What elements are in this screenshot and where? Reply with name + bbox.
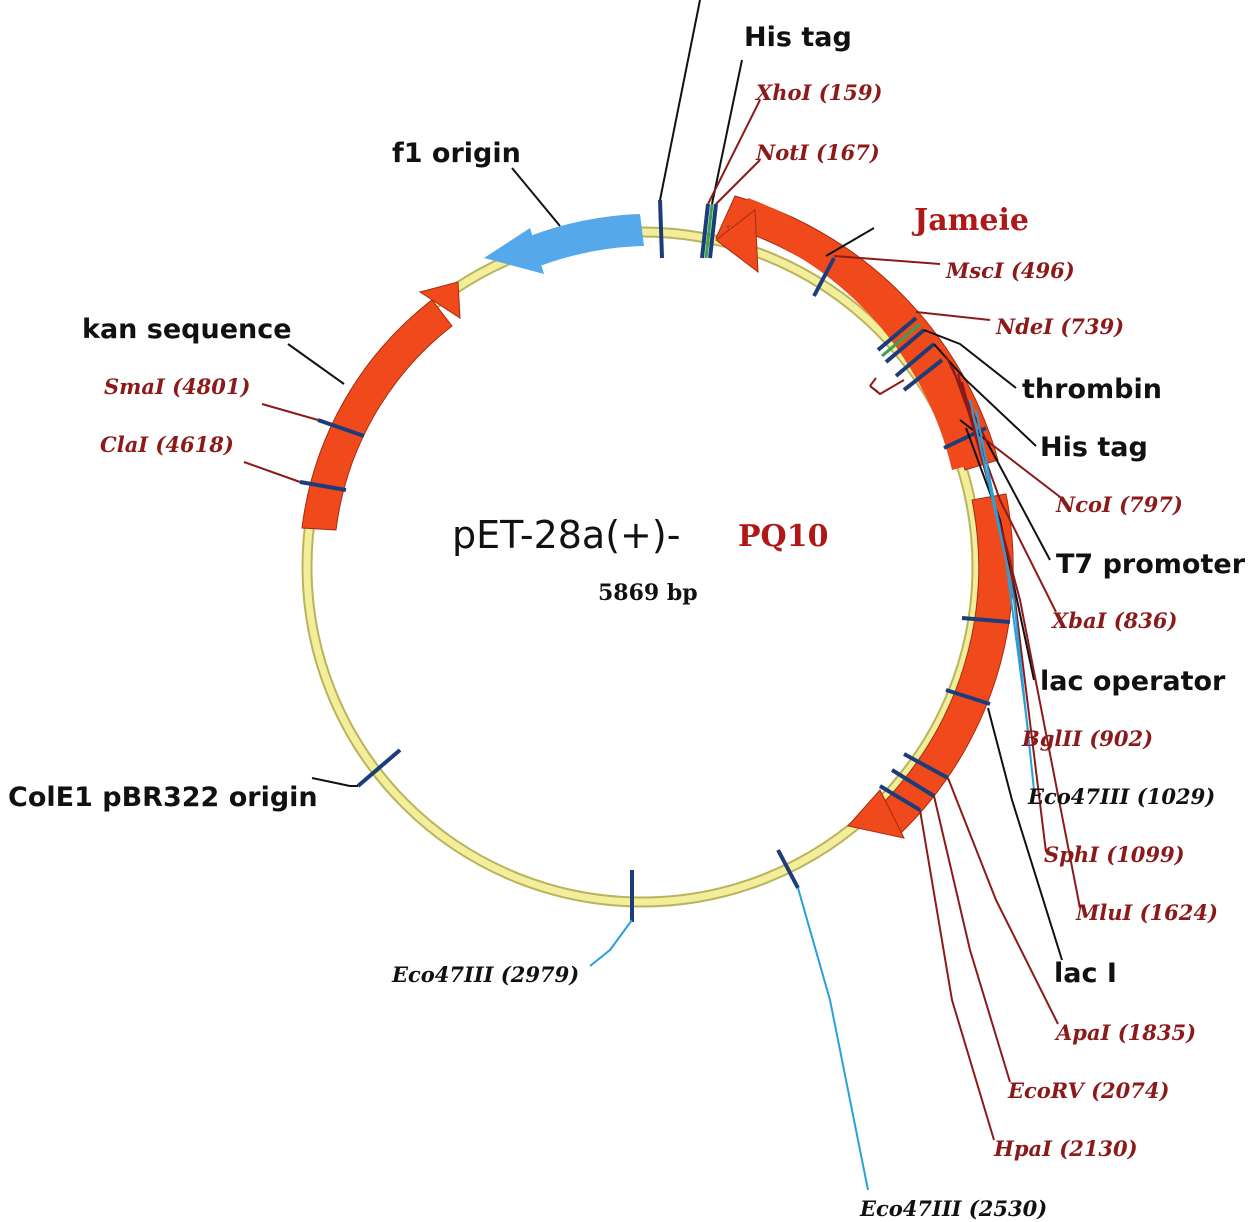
leader-smai bbox=[261, 403, 319, 421]
label-mlui: MluI (1624) bbox=[1075, 900, 1218, 925]
leader-lac-i bbox=[987, 707, 1063, 961]
feature-arrowhead-kan bbox=[418, 281, 461, 319]
leader-lac-operator bbox=[965, 427, 1035, 681]
leader-eco47iii-2530 bbox=[797, 887, 869, 1191]
site-leaders-blue bbox=[589, 399, 1035, 1191]
label-msci: MscI (496) bbox=[945, 258, 1075, 283]
leader-f1 bbox=[511, 167, 561, 227]
insert-highlight-ticks bbox=[704, 203, 921, 358]
tick-xhoi bbox=[700, 203, 710, 259]
label-t7-promoter: T7 promoter bbox=[1056, 549, 1246, 580]
plasmid-insert: PQ10 bbox=[738, 519, 828, 554]
tick-his-tag-mid bbox=[894, 342, 936, 378]
label-eco47iii-2530: Eco47III (2530) bbox=[859, 1196, 1047, 1221]
label-lac-operator: lac operator bbox=[1040, 666, 1226, 697]
leader-hpai bbox=[919, 809, 995, 1141]
tick-xbai bbox=[961, 616, 1011, 624]
tick-cole1 bbox=[356, 748, 402, 788]
feature-arrowhead-f1 bbox=[484, 228, 544, 274]
label-apai: ApaI (1835) bbox=[1054, 1020, 1196, 1045]
tick-bglii bbox=[945, 688, 991, 706]
label-eco47iii-1029: Eco47III (1029) bbox=[1027, 784, 1215, 809]
label-xhoi: XhoI (159) bbox=[754, 80, 882, 105]
label-bglii: BglII (902) bbox=[1021, 726, 1153, 751]
feature-leaders bbox=[287, 0, 1063, 961]
leader-ndei bbox=[915, 311, 991, 321]
label-xbai: XbaI (836) bbox=[1050, 608, 1177, 633]
leader-thrombin bbox=[923, 329, 1017, 389]
tick-eco47iii-2530 bbox=[776, 849, 800, 889]
tick-t7 bbox=[943, 426, 987, 450]
leader-kan bbox=[287, 343, 345, 385]
leader-apai bbox=[947, 777, 1059, 1025]
label-noti: NotI (167) bbox=[755, 140, 880, 165]
leader-msci bbox=[833, 255, 941, 265]
tick-thrombin bbox=[884, 328, 926, 364]
leader-clai bbox=[243, 461, 301, 483]
insert-label: Jameie bbox=[911, 203, 1029, 238]
label-clai: ClaI (4618) bbox=[100, 432, 234, 457]
tick-green-1 bbox=[704, 203, 714, 259]
leader-xhoi bbox=[707, 99, 761, 205]
label-f1-origin: f1 origin bbox=[392, 138, 521, 169]
site-ticks bbox=[299, 199, 1011, 922]
feature-arrowhead-insert bbox=[715, 209, 759, 274]
tick-msci bbox=[812, 257, 836, 297]
label-his-tag-top: His tag bbox=[744, 22, 852, 53]
feature-arc-kan bbox=[301, 299, 453, 531]
label-eco47iii-2979: Eco47III (2979) bbox=[391, 962, 579, 987]
label-sphi: SphI (1099) bbox=[1044, 842, 1185, 867]
leader-cole1 bbox=[311, 777, 358, 787]
tick-smai bbox=[317, 418, 365, 438]
tick-hpai bbox=[878, 784, 922, 812]
label-ecorv: EcoRV (2074) bbox=[1007, 1078, 1169, 1103]
label-smai: SmaI (4801) bbox=[104, 374, 250, 399]
plasmid-size: 5869 bp bbox=[598, 580, 698, 606]
tick-ndei bbox=[876, 316, 918, 352]
label-his-tag-mid: His tag bbox=[1040, 432, 1148, 463]
feature-arc-insert-body bbox=[740, 198, 982, 470]
feature-arc-f1 bbox=[530, 214, 644, 266]
label-cole1-origin: ColE1 pBR322 origin bbox=[8, 782, 318, 813]
leader-ecorv bbox=[933, 795, 1011, 1083]
tick-apai bbox=[903, 752, 949, 780]
tick-clai bbox=[299, 480, 347, 492]
leader-eco47iii-2979 bbox=[589, 919, 633, 967]
leader-eco47iii-1029 bbox=[975, 409, 1035, 791]
label-ncoi: NcoI (797) bbox=[1055, 492, 1183, 517]
label-thrombin: thrombin bbox=[1022, 374, 1162, 405]
tick-green-2 bbox=[881, 322, 921, 358]
leader-his-tag-mid bbox=[933, 343, 1037, 447]
tick-noti bbox=[708, 203, 718, 259]
label-hpai: HpaI (2130) bbox=[993, 1136, 1138, 1161]
tick-ecorv bbox=[890, 768, 936, 798]
leader-noti bbox=[715, 159, 761, 205]
label-lac-i: lac I bbox=[1054, 958, 1117, 989]
tick-his-tag-top bbox=[658, 199, 664, 259]
promoter-arrow-icon bbox=[869, 377, 905, 396]
leader-top bbox=[659, 0, 701, 201]
feature-arrowhead-lac-i bbox=[847, 789, 905, 839]
label-kan-sequence: kan sequence bbox=[82, 314, 292, 345]
tick-ncoi bbox=[902, 358, 944, 392]
plasmid-name: pET-28a(+)- bbox=[452, 513, 680, 557]
leader-his-tag-top bbox=[711, 59, 743, 205]
label-ndei: NdeI (739) bbox=[995, 314, 1124, 339]
leader-msci-feature bbox=[825, 227, 875, 257]
